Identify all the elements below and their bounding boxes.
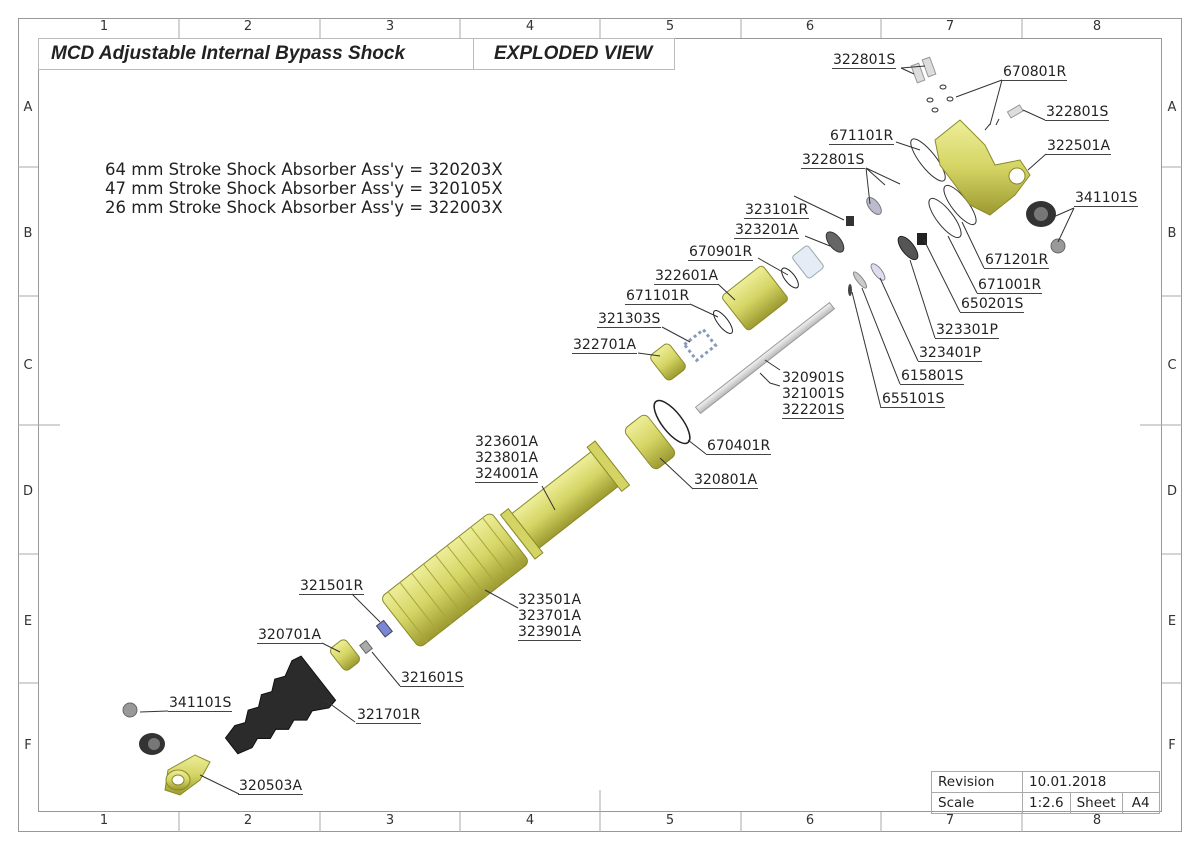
part-label-323701a: 323701A bbox=[518, 608, 582, 624]
part-label-321501r: 321501R bbox=[299, 578, 365, 595]
part-label-322601a: 322601A bbox=[654, 268, 720, 285]
bypass-sleeve-part bbox=[499, 440, 631, 560]
title-block: Revision 10.01.2018 Scale 1:2.6 Sheet A4 bbox=[931, 771, 1160, 814]
part-label-670401r: 670401R bbox=[706, 438, 772, 455]
zone-column-3-top: 3 bbox=[385, 19, 395, 34]
part-label-323201a: 323201A bbox=[734, 222, 800, 239]
zone-row-A-left: A bbox=[23, 100, 33, 115]
zone-column-7-bottom: 7 bbox=[945, 813, 955, 828]
part-label-sleeve-group: 323601A 323801A 324001A bbox=[474, 434, 539, 483]
top-cap-part bbox=[624, 414, 676, 470]
screw-parts bbox=[910, 56, 1024, 119]
zone-column-5-top: 5 bbox=[665, 19, 675, 34]
part-label-323901a: 323901A bbox=[518, 624, 582, 641]
part-label-341101s-upper: 341101S bbox=[1074, 190, 1139, 207]
zone-row-F-left: F bbox=[24, 738, 32, 753]
sheet-label: Sheet bbox=[1069, 792, 1123, 814]
part-label-322201s: 322201S bbox=[782, 402, 845, 419]
revision-value: 10.01.2018 bbox=[1022, 771, 1160, 793]
part-label-615801s: 615801S bbox=[900, 368, 965, 385]
note-64mm: 64 mm Stroke Shock Absorber Ass'y = 3202… bbox=[105, 160, 503, 179]
part-label-323601a: 323601A bbox=[475, 434, 539, 450]
part-label-321701r: 321701R bbox=[356, 707, 422, 724]
drawing-title: MCD Adjustable Internal Bypass Shock bbox=[39, 39, 474, 69]
scale-value: 1:2.6 bbox=[1022, 792, 1071, 814]
zone-row-C-left: C bbox=[23, 358, 33, 373]
note-47mm: 47 mm Stroke Shock Absorber Ass'y = 3201… bbox=[105, 179, 503, 198]
zone-row-A-right: A bbox=[1167, 100, 1177, 115]
part-label-324001a: 324001A bbox=[475, 466, 539, 483]
part-label-320801a: 320801A bbox=[693, 472, 759, 489]
part-label-323301p: 323301P bbox=[935, 322, 999, 339]
zone-row-E-left: E bbox=[23, 614, 33, 629]
zone-row-B-right: B bbox=[1167, 226, 1177, 241]
note-26mm: 26 mm Stroke Shock Absorber Ass'y = 3220… bbox=[105, 198, 503, 217]
zone-row-D-right: D bbox=[1166, 484, 1177, 499]
lower-eyelet-part bbox=[164, 754, 211, 796]
zone-row-B-left: B bbox=[23, 226, 33, 241]
part-label-650201s: 650201S bbox=[960, 296, 1025, 313]
part-label-671201r: 671201R bbox=[984, 252, 1050, 269]
part-label-320503a: 320503A bbox=[238, 778, 304, 795]
part-label-670901r: 670901R bbox=[688, 244, 754, 261]
zone-column-2-bottom: 2 bbox=[243, 813, 253, 828]
valve-part bbox=[792, 245, 824, 279]
sheet-value: A4 bbox=[1121, 792, 1160, 814]
part-label-655101s: 655101S bbox=[881, 391, 946, 408]
assembly-notes: 64 mm Stroke Shock Absorber Ass'y = 3202… bbox=[105, 160, 503, 217]
bushing-part bbox=[122, 201, 1066, 755]
bottom-cap-part bbox=[330, 639, 360, 671]
zone-column-3-bottom: 3 bbox=[385, 813, 395, 828]
part-label-323401p: 323401P bbox=[918, 345, 982, 362]
zone-row-F-right: F bbox=[1168, 738, 1176, 753]
zone-column-4-bottom: 4 bbox=[525, 813, 535, 828]
part-label-321001s: 321001S bbox=[782, 386, 845, 402]
revision-label: Revision bbox=[931, 771, 1023, 793]
part-label-322701a: 322701A bbox=[572, 337, 638, 354]
zone-column-8-top: 8 bbox=[1092, 19, 1102, 34]
part-label-341101s-lower: 341101S bbox=[168, 695, 233, 712]
spring-cap-part bbox=[650, 343, 686, 381]
part-label-323801a: 323801A bbox=[475, 450, 539, 466]
zone-column-2-top: 2 bbox=[243, 19, 253, 34]
part-label-322801s-right: 322801S bbox=[1045, 104, 1110, 121]
body-cylinder-part bbox=[382, 513, 528, 647]
title-box: MCD Adjustable Internal Bypass Shock EXP… bbox=[38, 38, 675, 70]
part-label-671001r: 671001R bbox=[977, 277, 1043, 294]
part-label-320701a: 320701A bbox=[257, 627, 323, 644]
part-label-322801s-top: 322801S bbox=[832, 52, 897, 69]
zone-column-7-top: 7 bbox=[945, 19, 955, 34]
part-label-322501a: 322501A bbox=[1046, 138, 1112, 155]
part-label-670801r: 670801R bbox=[1002, 64, 1068, 81]
zone-column-4-top: 4 bbox=[525, 19, 535, 34]
part-label-321601s: 321601S bbox=[400, 670, 465, 687]
part-label-671101r-lower: 671101R bbox=[625, 288, 691, 305]
reservoir-head-part bbox=[934, 119, 1031, 216]
zone-column-5-bottom: 5 bbox=[665, 813, 675, 828]
zone-row-C-right: C bbox=[1167, 358, 1177, 373]
part-label-671101r-upper: 671101R bbox=[829, 128, 895, 145]
zone-column-1-bottom: 1 bbox=[99, 813, 109, 828]
part-label-320901s: 320901S bbox=[782, 370, 845, 386]
piston-part bbox=[722, 265, 788, 331]
zone-row-E-right: E bbox=[1167, 614, 1177, 629]
spring-part bbox=[682, 327, 718, 363]
part-label-322801s-mid: 322801S bbox=[801, 152, 866, 169]
part-label-shaft-group: 320901S 321001S 322201S bbox=[781, 370, 845, 419]
part-label-323101r: 323101R bbox=[744, 202, 810, 219]
part-label-323501a: 323501A bbox=[518, 592, 582, 608]
dust-boot-part bbox=[224, 655, 337, 755]
zone-column-8-bottom: 8 bbox=[1092, 813, 1102, 828]
zone-row-D-left: D bbox=[22, 484, 33, 499]
zone-column-6-top: 6 bbox=[805, 19, 815, 34]
part-label-body-group: 323501A 323701A 323901A bbox=[517, 592, 582, 641]
zone-column-6-bottom: 6 bbox=[805, 813, 815, 828]
scale-label: Scale bbox=[931, 792, 1023, 814]
part-label-321303s: 321303S bbox=[597, 311, 662, 328]
view-title: EXPLODED VIEW bbox=[494, 43, 653, 64]
zone-column-1-top: 1 bbox=[99, 19, 109, 34]
